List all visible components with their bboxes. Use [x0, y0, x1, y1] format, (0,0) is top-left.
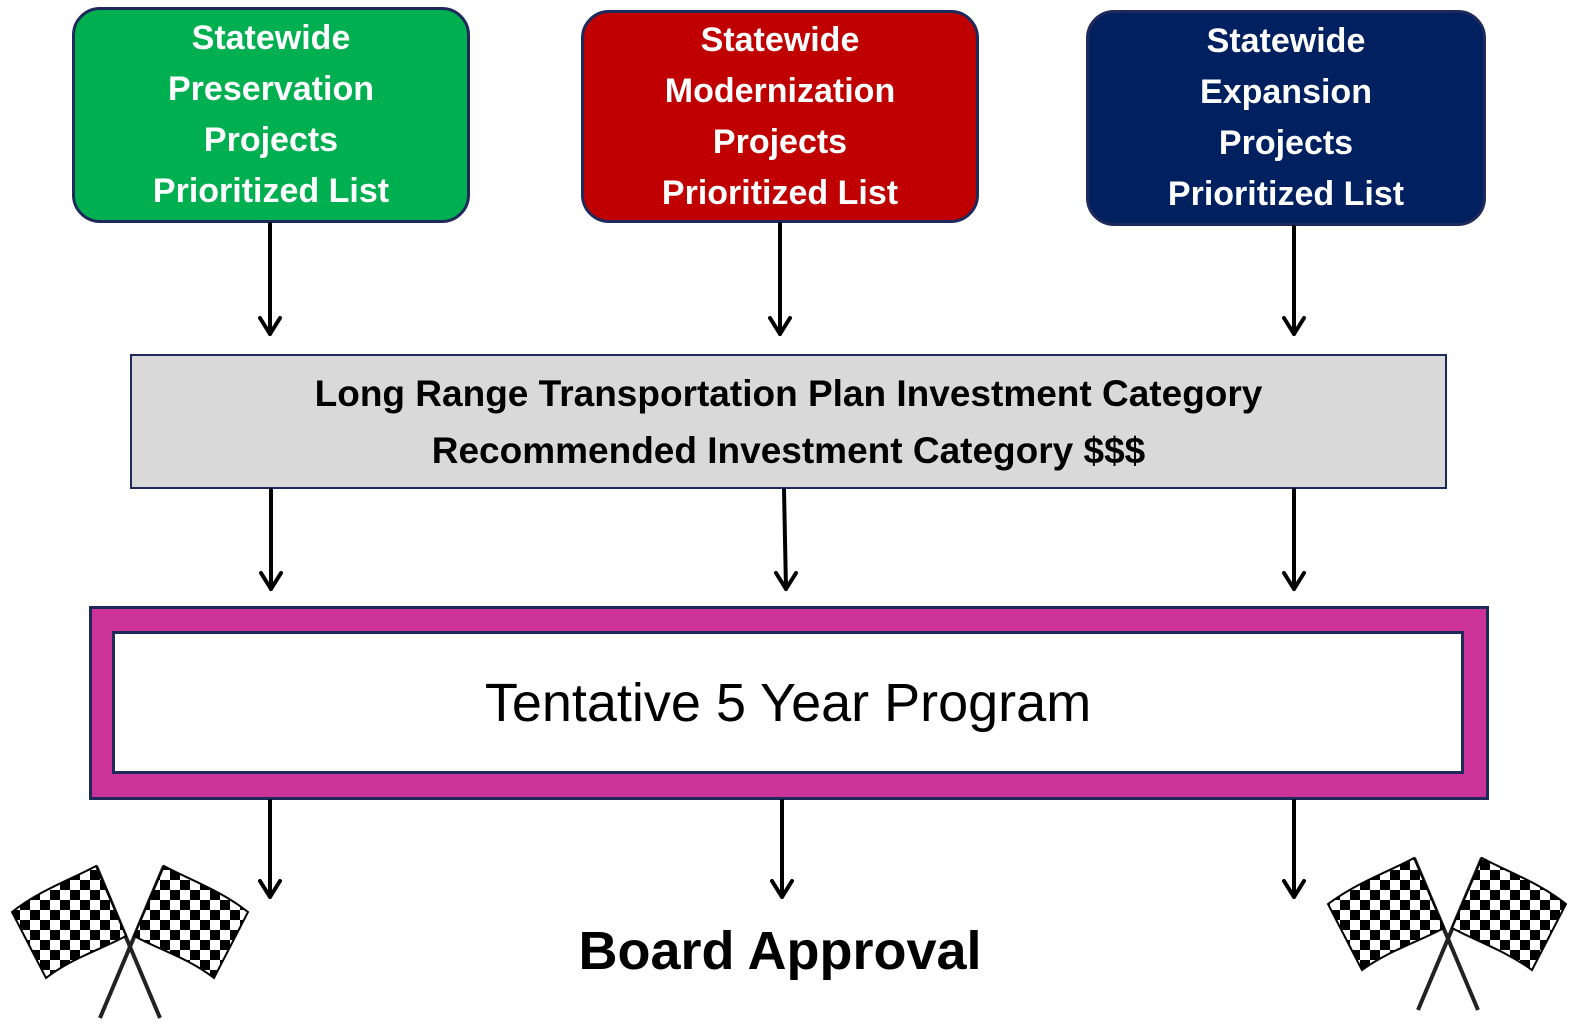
tentative-program-box: Tentative 5 Year Program [112, 631, 1464, 774]
arrow-modernization-to-plan [768, 222, 792, 336]
arrow-plan-to-program-left [259, 488, 283, 591]
investment-category-line-2: Recommended Investment Category $$$ [431, 429, 1146, 471]
arrow-plan-to-program-center [774, 488, 798, 591]
preservation-line-2: Preservation [168, 70, 374, 108]
board-approval-label: Board Approval [578, 921, 982, 981]
expansion-line-4: Prioritized List [1167, 175, 1405, 213]
arrow-program-to-approval-left [258, 799, 282, 899]
checkered-flags-icon [10, 864, 250, 1019]
expansion-line-3: Projects [1218, 124, 1354, 162]
modernization-line-2: Modernization [664, 71, 896, 110]
preservation-line-3: Projects [203, 121, 339, 159]
preservation-list-box: Statewide Preservation Projects Prioriti… [72, 7, 470, 223]
modernization-line-1: Statewide [700, 20, 860, 59]
modernization-line-3: Projects [712, 122, 848, 161]
expansion-line-1: Statewide [1206, 22, 1366, 60]
arrow-program-to-approval-right [1282, 799, 1306, 899]
preservation-line-4: Prioritized List [152, 172, 390, 210]
preservation-line-1: Statewide [191, 19, 351, 57]
checkered-flags-icon [1326, 856, 1568, 1011]
tentative-program-label: Tentative 5 Year Program [484, 672, 1092, 733]
arrow-program-to-approval-center [770, 799, 794, 899]
expansion-line-2: Expansion [1200, 73, 1372, 111]
investment-category-line-1: Long Range Transportation Plan Investmen… [314, 372, 1263, 414]
modernization-list-box: Statewide Modernization Projects Priorit… [581, 10, 979, 223]
modernization-line-4: Prioritized List [661, 173, 899, 212]
expansion-list-box: Statewide Expansion Projects Prioritized… [1086, 10, 1486, 226]
arrow-plan-to-program-right [1282, 488, 1306, 591]
arrow-expansion-to-plan [1282, 225, 1306, 336]
investment-category-box: Long Range Transportation Plan Investmen… [130, 354, 1447, 489]
arrow-preservation-to-plan [258, 222, 282, 336]
